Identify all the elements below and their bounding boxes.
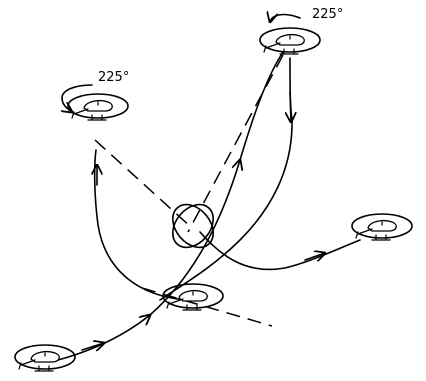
arrow-upper-right-down xyxy=(290,91,291,122)
helicopter-end-right xyxy=(351,213,413,241)
helicopter-upper-right xyxy=(259,27,321,55)
dashed-line-upper-left-to-center xyxy=(94,139,193,229)
arrow-to-end-right xyxy=(304,253,325,260)
path-left-loop xyxy=(93,149,186,301)
turn-label-left: 225° xyxy=(98,70,129,85)
path-start-to-center xyxy=(57,51,284,361)
path-to-end-right xyxy=(199,231,361,271)
helicopter-upper-left xyxy=(67,93,129,121)
turn-arrow-left xyxy=(62,84,93,112)
path-upper-right-sweep xyxy=(159,119,293,301)
turn-arrow-right xyxy=(270,15,301,22)
crossing-loops xyxy=(172,203,214,249)
arrow-start-path xyxy=(81,343,104,350)
turn-label-right: 225° xyxy=(312,7,343,22)
